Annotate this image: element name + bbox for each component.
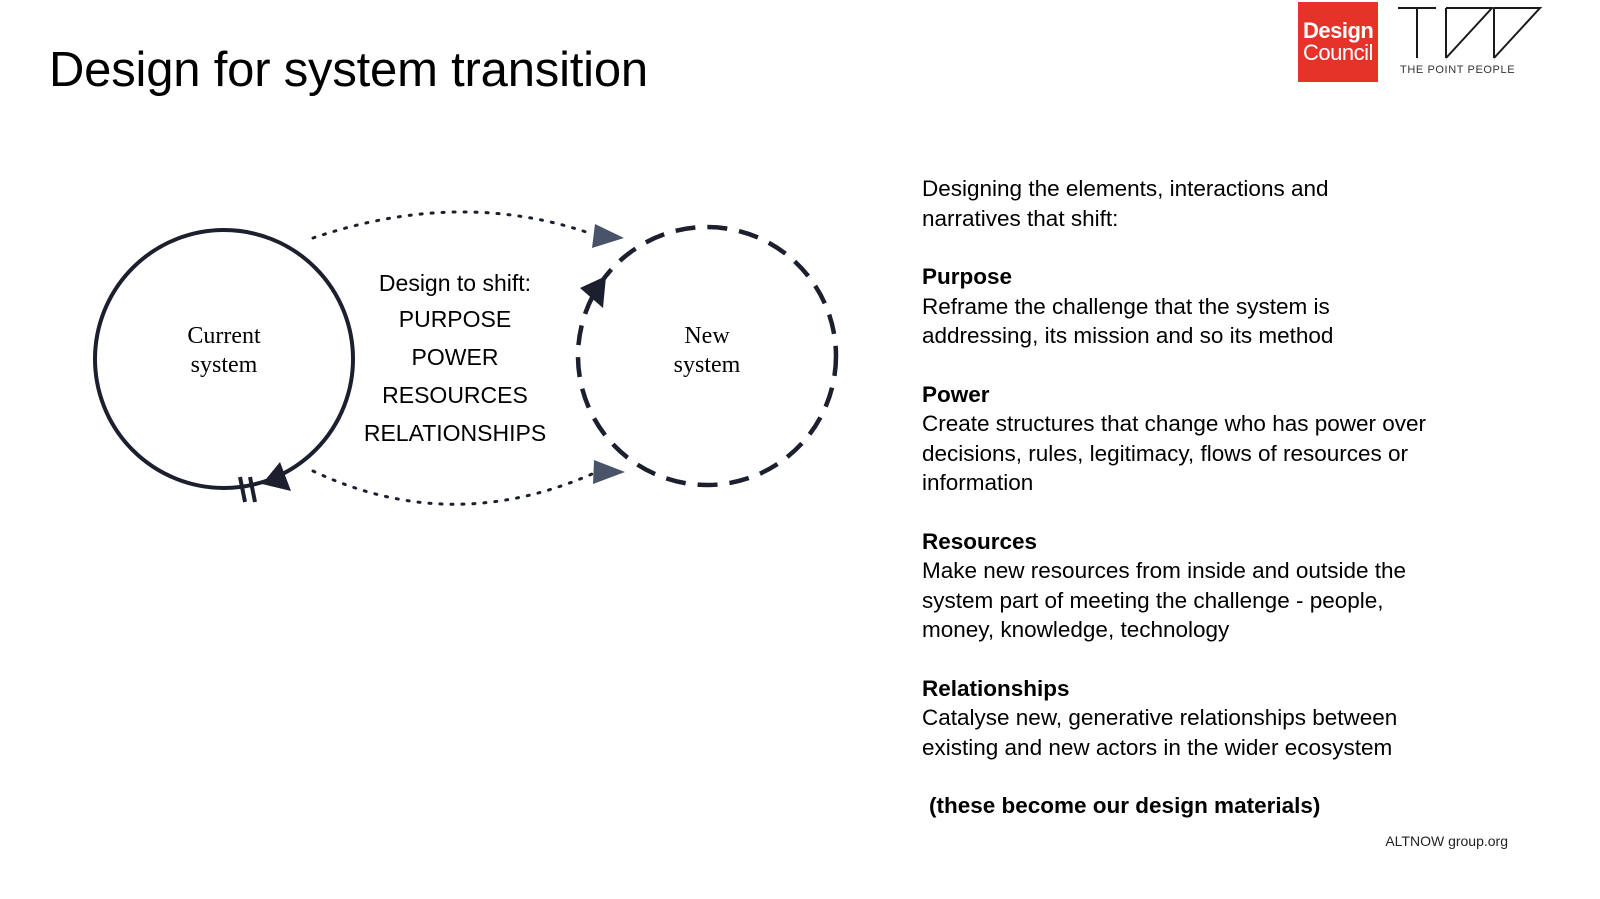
section-line: Make new resources from inside and outsi… [922, 558, 1407, 583]
intro-line: Designing the elements, interactions and [922, 176, 1329, 201]
section-resources: Resources Make new resources from inside… [922, 527, 1522, 645]
section-title: Resources [922, 528, 1038, 554]
shift-item-relationships: RELATIONSHIPS [363, 420, 547, 446]
section-relationships: Relationships Catalyse new, generative r… [922, 674, 1522, 763]
section-purpose: Purpose Reframe the challenge that the s… [922, 262, 1522, 351]
section-line: information [922, 470, 1034, 495]
current-system-label-line1: Current [187, 323, 261, 349]
section-line: addressing, its mission and so its metho… [922, 323, 1334, 348]
current-system-label-line2: system [190, 352, 258, 378]
bottom-transition-path [311, 469, 594, 506]
shift-item-resources: RESOURCES [382, 382, 528, 408]
shift-list: Design to shift: PURPOSE POWER RESOURCES… [345, 266, 565, 452]
design-materials-note: (these become our design materials) [929, 793, 1321, 818]
section-line: existing and new actors in the wider eco… [922, 734, 1393, 760]
bottom-transition-arrowhead [593, 460, 625, 484]
section-line: Catalyse new, generative relationships b… [922, 705, 1398, 730]
point-people-tagline: THE POINT PEOPLE [1400, 64, 1516, 76]
current-system-circle [93, 228, 355, 490]
current-system-arrowhead [262, 462, 291, 491]
shift-heading: Design to shift: [378, 270, 532, 296]
section-line: Reframe the challenge that the system is [922, 293, 1330, 319]
slide-title: Design for system transition [49, 43, 648, 97]
shift-item-purpose: PURPOSE [398, 306, 512, 332]
footer-credit: ALTNOW group.org [1385, 833, 1508, 849]
new-system-label-line1: New [684, 323, 730, 349]
design-council-logo: Design Council [1298, 2, 1378, 82]
break-mark-left [238, 476, 247, 503]
new-system-arrowhead [580, 276, 606, 308]
section-title: Relationships [922, 675, 1070, 701]
break-mark-right [248, 476, 257, 503]
new-system-label: New system [642, 322, 772, 380]
top-transition-arrowhead [592, 224, 624, 248]
intro-text: Designing the elements, interactions and… [922, 174, 1522, 233]
design-council-logo-line1: Design [1303, 18, 1374, 43]
section-line: system part of meeting the challenge - p… [922, 587, 1384, 613]
shift-item-power: POWER [411, 344, 499, 370]
new-system-circle [575, 224, 839, 488]
new-system-label-line2: system [673, 352, 741, 378]
point-people-logo-mark [1398, 7, 1543, 59]
section-line: money, knowledge, technology [922, 617, 1230, 642]
top-transition-path [311, 210, 594, 240]
section-power: Power Create structures that change who … [922, 380, 1522, 498]
current-system-label: Current system [159, 322, 289, 380]
explanation-panel: Designing the elements, interactions and… [922, 174, 1522, 821]
intro-line: narratives that shift: [922, 205, 1119, 231]
section-title: Purpose [922, 264, 1013, 289]
section-line: decisions, rules, legitimacy, flows of r… [922, 440, 1409, 466]
section-line: Create structures that change who has po… [922, 411, 1427, 436]
section-title: Power [922, 381, 990, 407]
design-council-logo-line2: Council [1303, 40, 1373, 65]
point-people-logo: THE POINT PEOPLE [1384, 0, 1552, 82]
